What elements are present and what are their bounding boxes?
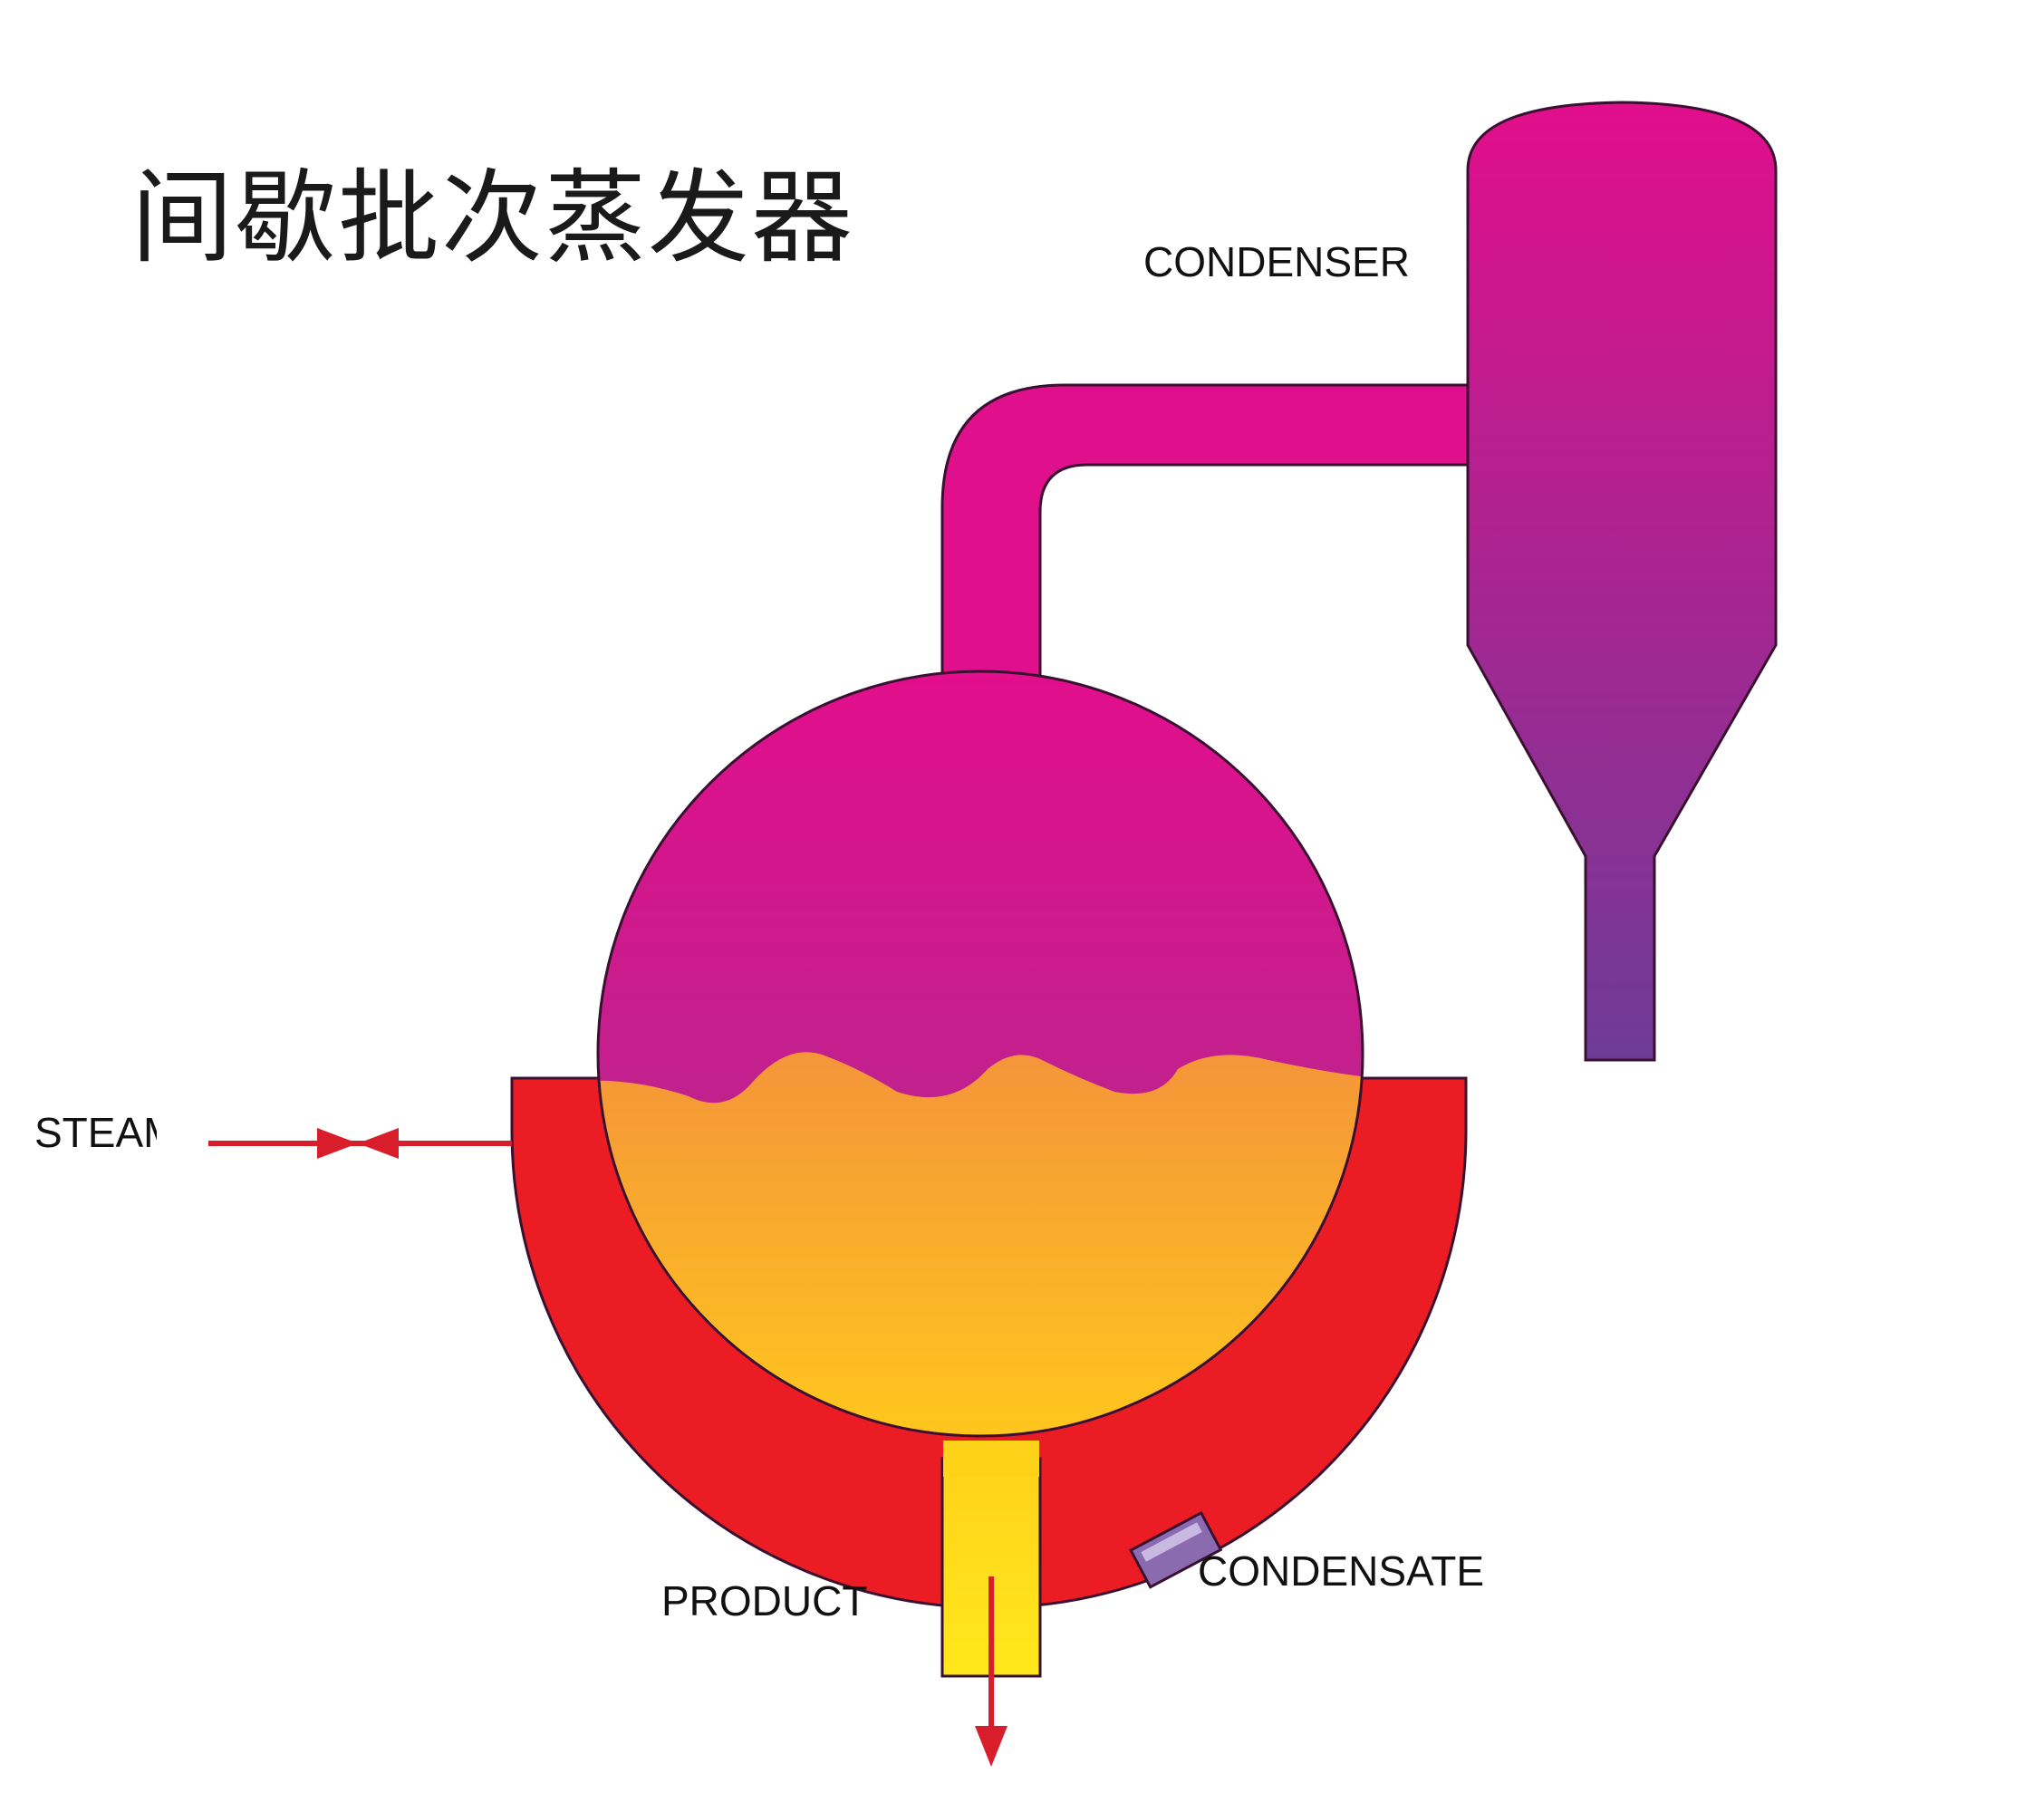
condenser xyxy=(1466,101,1778,1062)
vessel-outline xyxy=(596,670,1364,1438)
condensate-label: CONDENSATE xyxy=(1198,1547,1485,1595)
steam-label: STEAM xyxy=(34,1109,157,1156)
diagram-title: 间歇批次蒸发器 xyxy=(131,159,854,277)
condenser-label: CONDENSER xyxy=(1143,238,1410,285)
vapor-pipe xyxy=(940,383,1470,698)
steam-inlet-line xyxy=(208,1128,512,1159)
product-arrow xyxy=(975,1576,1008,1767)
vessel-liquid xyxy=(598,1052,1363,1436)
product-label: PRODUCT xyxy=(661,1577,868,1624)
condensate-pipe xyxy=(1129,1510,1223,1589)
